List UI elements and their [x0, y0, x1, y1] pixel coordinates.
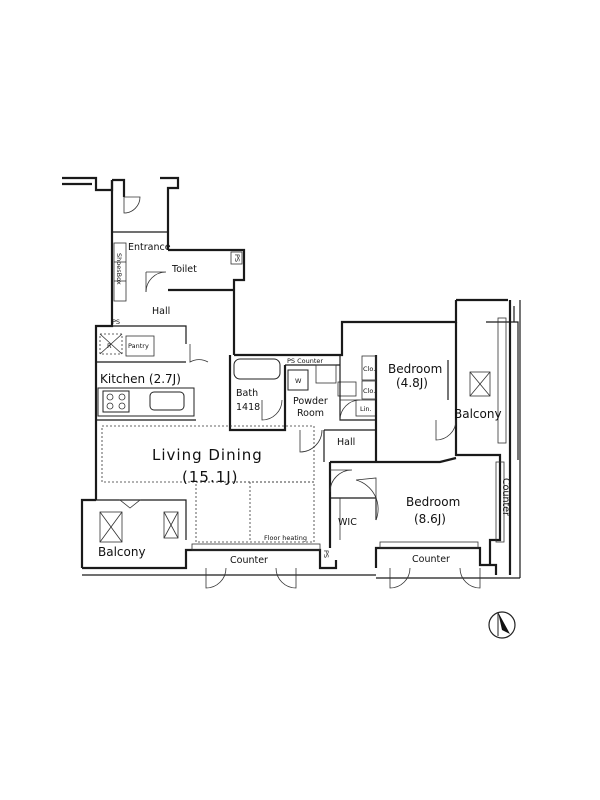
label-counter-right: Counter [500, 478, 511, 516]
label-bedroom-large: Bedroom [406, 495, 460, 509]
label-living-dining: Living Dining [152, 446, 263, 464]
north-arrow-icon [488, 611, 516, 639]
label-counter-bedroom: Counter [412, 554, 450, 565]
room-labels: Entrance ShoesBox Toilet PS Hall PS R Pa… [98, 242, 511, 566]
label-wic: WIC [338, 517, 357, 528]
label-linen: Lin. [360, 405, 372, 413]
label-bedroom-small-size: (4.8J) [396, 376, 428, 390]
label-balcony-right: Balcony [454, 407, 502, 421]
label-bath-size: 1418 [236, 402, 260, 413]
label-floor-heating: Floor heating [264, 534, 307, 542]
floor-heating-zones [101, 425, 315, 543]
label-refrigerator: R [107, 342, 112, 350]
label-pantry: Pantry [128, 342, 149, 350]
label-balcony-left: Balcony [98, 545, 146, 559]
label-ps-lower: PS [322, 550, 330, 558]
label-closet-1: Clo. [363, 365, 375, 373]
label-closet-2: Clo. [363, 387, 375, 395]
label-powder-room-1: Powder [293, 396, 328, 407]
label-ps-counter: PS Counter [287, 357, 323, 365]
label-hall-center: Hall [337, 437, 355, 448]
label-ps-kitchen: PS [112, 318, 120, 326]
label-ps-top: PS [233, 254, 241, 262]
label-bedroom-large-size: (8.6J) [414, 512, 446, 526]
label-bath: Bath [236, 388, 258, 399]
label-bedroom-small: Bedroom [388, 362, 442, 376]
label-kitchen: Kitchen (2.7J) [100, 372, 181, 386]
doors [118, 196, 481, 589]
label-living-dining-size: (15.1J) [182, 468, 239, 486]
label-hall-upper: Hall [152, 306, 170, 317]
label-entrance: Entrance [128, 242, 171, 253]
label-washer: W [295, 377, 302, 385]
label-powder-room-2: Room [297, 408, 324, 419]
label-shoes-box: ShoesBox [115, 253, 123, 285]
label-counter-living: Counter [230, 555, 268, 566]
label-toilet: Toilet [171, 264, 197, 275]
